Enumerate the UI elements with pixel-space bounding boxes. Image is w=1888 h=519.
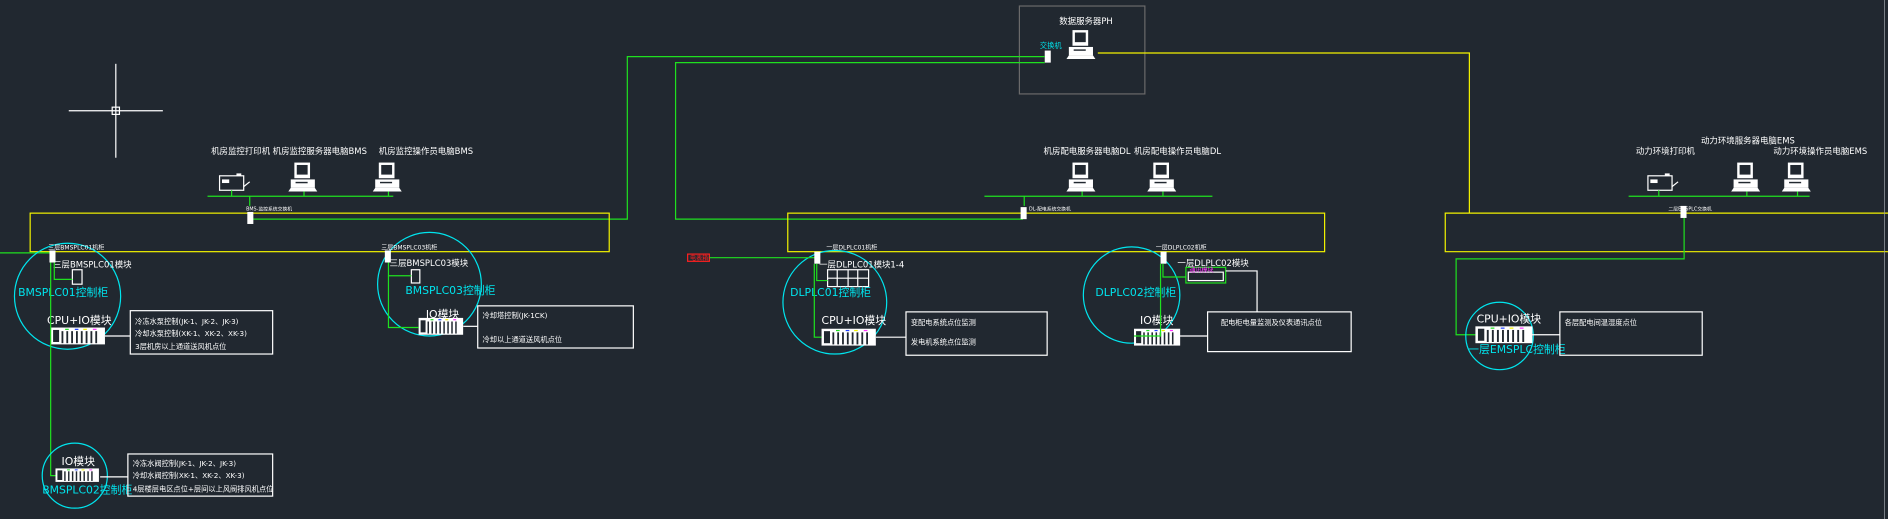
bms-trunk-line [250,55,1045,220]
bms-plc03-io-module-icon[interactable] [418,317,464,335]
dl-plc02-io-module-icon[interactable] [1134,328,1181,346]
ems-operator-computer-icon[interactable] [1781,162,1811,192]
bms-plc03-module-label: 三层BMSPLC03模块 [390,258,469,268]
dl-operator-label: 机房配电操作员电脑DL [1134,146,1221,156]
note-line: 发电机系统点位监测 [911,337,976,346]
bms-server-label: 机房监控服务器电脑BMS [273,146,367,156]
dl-workstations: 机房配电服务器电脑DL 机房配电操作员电脑DL DL-配电系统交换机 [984,146,1221,220]
bms-switch-icon[interactable] [247,211,254,224]
bms-switch-label: BMS-监控系统交换机 [246,206,292,213]
note-line: 冷却以上通道送风机点位 [483,335,562,344]
note-line: 冷却水泵控制(XK-1、XK-2、XK-3) [135,329,247,338]
dl-plc02-comm-label: 通讯模块 [1190,266,1214,274]
dl-server-computer-icon[interactable] [1066,162,1096,192]
bms-plc02-notes-box [127,453,274,497]
ph-switch-icon[interactable] [1044,50,1051,63]
ph-frame [1018,5,1146,95]
ems-trunk-line [1097,52,1470,214]
dl-plc02-cabinet-label: 一层DLPLC02机柜 [1156,243,1207,251]
ems-ring-network [1444,212,1888,253]
dl-switch-label: DL-配电系统交换机 [1029,206,1071,213]
note-line: 冷却塔控制(JK-1CK) [483,311,548,320]
bms-plc03-notes-box [477,305,634,349]
dl-plc02-notes-box [1206,311,1352,353]
dl-server-label: 机房配电服务器电脑DL [1044,146,1131,156]
bms-plc01-module-icon [71,269,83,285]
ph-label: 数据服务器PH [1059,16,1113,26]
dl-plc01-control-label: DLPLC01控制柜 [790,285,871,299]
ems-plc-notes-box [1559,311,1703,356]
note-line: 配电柜电量监测及仪表通讯点位 [1221,318,1322,327]
dl-plc02-cabinet[interactable]: 一层DLPLC02机柜 一层DLPLC02模块 通讯模块 DLPLC02控制柜 … [1082,243,1352,353]
bms-operator-computer-icon[interactable] [372,162,402,192]
dl-plc01-notes-box [905,311,1048,356]
dl-plc02-switch-icon[interactable] [1160,251,1167,264]
crosshair-cursor-icon [68,63,163,158]
bms-plc03-cabinet-label: 三层BMSPLC03机柜 [381,243,437,251]
dl-operator-computer-icon[interactable] [1147,162,1177,192]
dl-plc02-control-label: DLPLC02控制柜 [1095,285,1176,299]
ems-server-computer-icon[interactable] [1731,162,1761,192]
dl-plc01-module-label: 一层DLPLC01模块1-4 [819,259,904,269]
bms-workstations: 机房监控打印机 机房监控服务器电脑BMS 机房监控操作员电脑BMS BMS-监控… [207,146,473,224]
bms-ring-network [29,212,610,253]
note-line: 冷冻水阀控制(JK-1、JK-2、JK-3) [133,459,237,468]
dl-plc01-io-label: CPU+IO模块 [822,314,887,327]
bms-printer-icon[interactable] [218,172,251,191]
bms-server-computer-icon[interactable] [288,162,318,192]
ems-server-label: 动力环境服务器电脑EMS [1701,135,1795,145]
dl-trunk-line [674,62,1045,220]
dl-plc02-module-label: 一层DLPLC02模块 [1177,258,1249,268]
ems-printer-label: 动力环境打印机 [1636,146,1696,156]
note-line: 冷冻水泵控制(JK-1、JK-2、JK-3) [135,317,239,326]
ph-switch-label: 交换机 [1040,41,1062,50]
bms-plc01-cabinet-label: 三层BMSPLC01机柜 [48,243,104,251]
ems-plc-cabinet[interactable]: CPU+IO模块 一层EMSPLC控制柜 各层配电间温湿度点位 [1455,217,1703,371]
bms-plc03-control-label: BMSPLC03控制柜 [405,283,495,297]
dl-plc01-cabinet[interactable]: 电表箱 一层DLPLC01机柜 一层DLPLC01模块1-4 DLPLC01控制… [687,243,1048,356]
dl-plc01-cabinet-label: 一层DLPLC01机柜 [826,243,877,251]
bms-operator-label: 机房监控操作员电脑BMS [379,146,473,156]
dl-plc01-module-grid-icon [826,269,870,288]
bms-plc02-control-label: BMSPLC02控制柜 [42,483,132,497]
ems-plc-io-label: CPU+IO模块 [1477,313,1542,326]
dl-meter-label: 电表箱 [690,254,708,262]
bms-plc01-notes-box [129,310,274,355]
ems-printer-icon[interactable] [1647,172,1679,191]
dl-switch-icon[interactable] [1020,207,1027,220]
ems-workstations: 动力环境打印机 动力环境服务器电脑EMS 动力环境操作员电脑EMS 二层EMSP… [1628,135,1867,218]
bms-plc02-io-label: IO模块 [62,455,96,468]
bms-plc03-cabinet[interactable]: 三层BMSPLC03机柜 三层BMSPLC03模块 BMSPLC03控制柜 IO… [376,231,634,349]
bms-plc01-control-label: BMSPLC01控制柜 [18,285,108,299]
bms-plc02-io-module-icon[interactable] [55,468,99,482]
ems-operator-label: 动力环境操作员电脑EMS [1773,146,1867,156]
ph-server-group[interactable]: 数据服务器PH 交换机 [1018,5,1146,95]
bms-plc01-module-label: 三层BMSPLC01模块 [53,259,132,269]
bms-plc01-io-label: CPU+IO模块 [47,314,112,327]
note-line: 3层机房以上通道送风机点位 [135,342,226,351]
ph-server-computer-icon[interactable] [1066,30,1096,60]
dl-plc02-comm-module-icon [1185,266,1227,284]
dl-ring-network [787,212,1326,253]
note-line: 各层配电间温湿度点位 [1565,318,1637,327]
ems-switch-label: 二层EMSPLC交换机 [1668,206,1711,213]
ems-switch-icon[interactable] [1680,205,1687,218]
dl-plc02-io-label: IO模块 [1140,314,1174,327]
bms-plc02-cabinet[interactable]: IO模块 BMSPLC02控制柜 冷冻水阀控制(JK-1、JK-2、JK-3) … [41,442,274,509]
bms-plc01-cabinet[interactable]: 三层BMSPLC01机柜 三层BMSPLC01模块 BMSPLC01控制柜 CP… [13,242,274,355]
note-line: 变配电系统点位监测 [911,318,976,327]
bms-plc03-module-icon [410,269,421,284]
ems-plc-control-label: 一层EMSPLC控制柜 [1468,342,1566,356]
bms-plc03-io-label: IO模块 [426,308,460,321]
bms-printer-label: 机房监控打印机 [211,146,271,156]
note-line: 冷却水阀控制(XK-1、XK-2、XK-3) [133,471,245,480]
note-line: 4层楼层电区点位+层间以上风阀排风机点位 [133,484,274,493]
ems-plc-io-module-icon[interactable] [1475,326,1533,344]
dl-plc01-io-module-icon[interactable] [821,328,876,346]
bms-plc01-io-module-icon[interactable] [50,327,105,345]
